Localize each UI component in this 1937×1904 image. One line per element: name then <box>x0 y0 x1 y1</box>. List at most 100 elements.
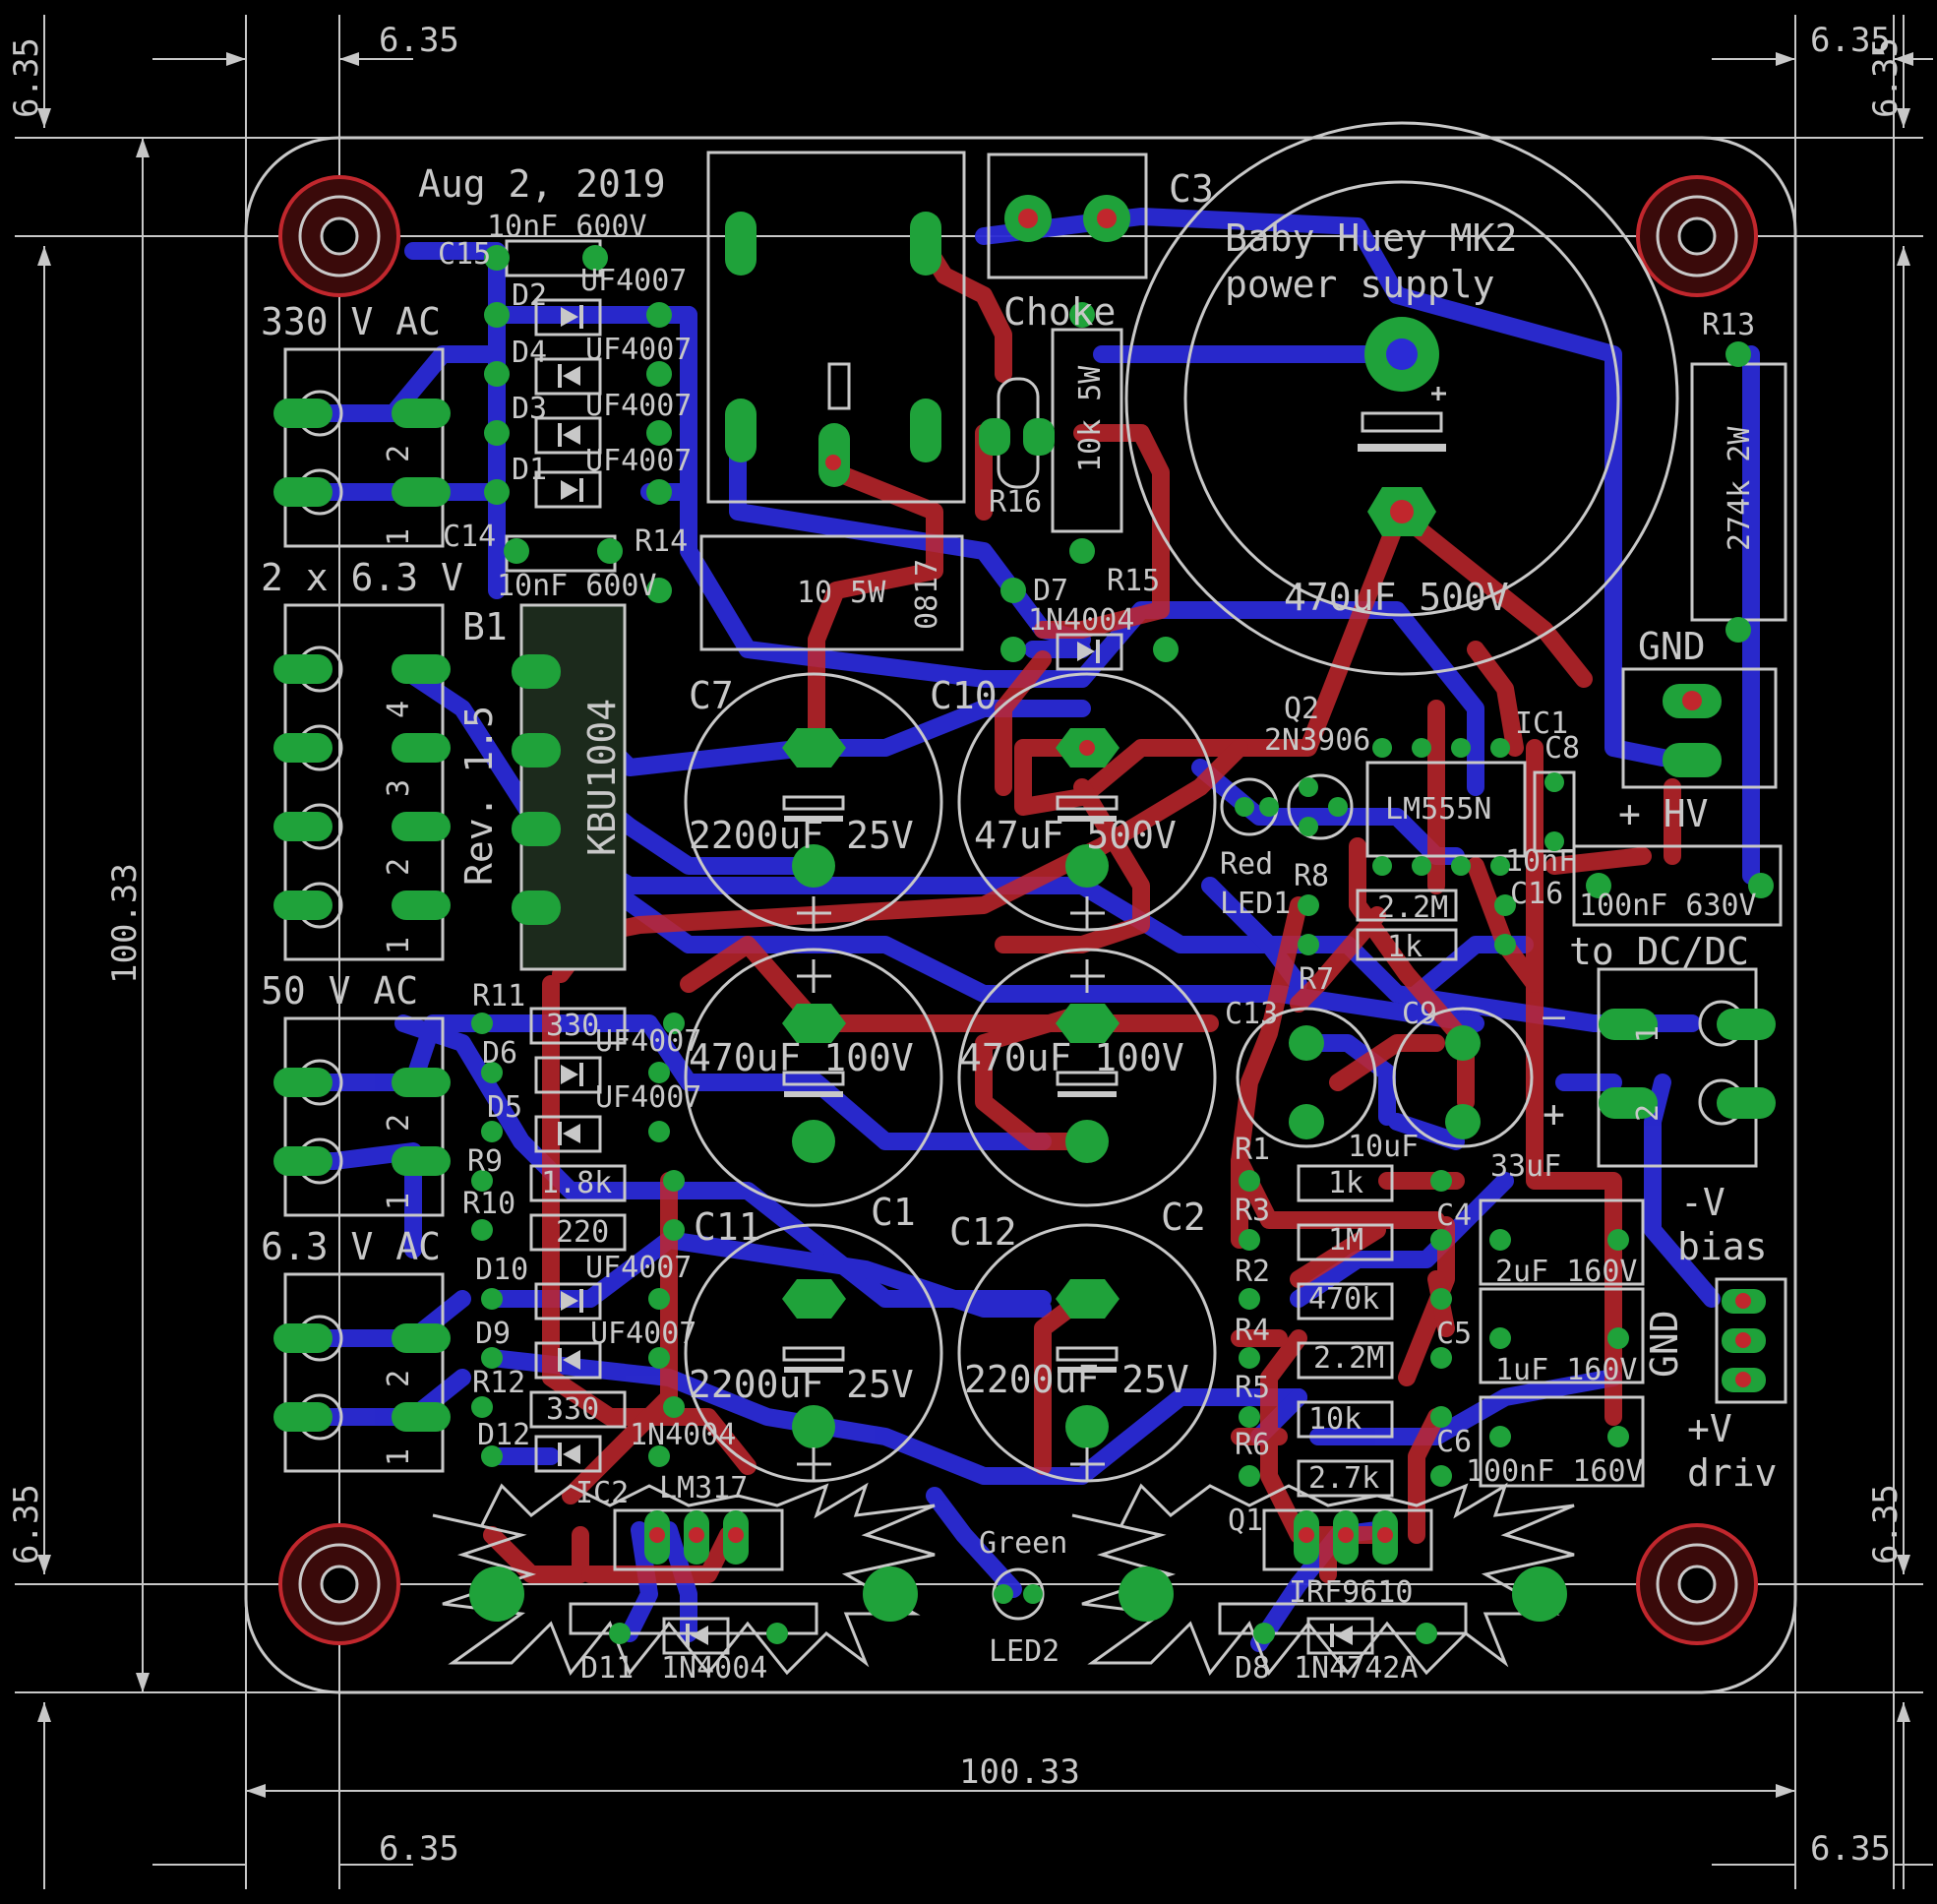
pads <box>273 195 1776 1644</box>
d1-value: UF4007 <box>585 444 692 478</box>
r11-value: 330 <box>546 1009 599 1043</box>
pad-holes-red <box>649 209 1751 1543</box>
board-title-line2: power supply <box>1225 263 1495 306</box>
r12-value: 330 <box>546 1392 599 1427</box>
b1-ref: B1 <box>462 605 508 648</box>
ic1-value: LM555N <box>1385 792 1491 827</box>
svg-text:1: 1 <box>382 1448 416 1466</box>
c6-value: 100nF 160V <box>1466 1454 1644 1489</box>
pin-numbers: 2 1 4 3 2 1 2 1 2 1 1 2 <box>382 445 1665 1466</box>
c11-ref: C11 <box>694 1205 761 1249</box>
r5-ref: R5 <box>1235 1371 1270 1405</box>
svg-text:3: 3 <box>382 779 416 797</box>
dim-right-bottom: 6.35 <box>1866 1484 1906 1565</box>
label-dcdc-minus: — <box>1543 994 1565 1037</box>
r4-ref: R4 <box>1235 1314 1270 1348</box>
pad-holes <box>1386 338 1418 370</box>
d12-value: 1N4004 <box>630 1418 736 1452</box>
svg-text:2: 2 <box>382 1114 416 1132</box>
r14-ref: R14 <box>635 524 688 559</box>
r8-value: 2.2M <box>1377 891 1448 925</box>
r10-value: 220 <box>556 1215 609 1250</box>
ic2-value: LM317 <box>659 1471 748 1505</box>
label-63v-ac: 6.3 V AC <box>261 1225 441 1268</box>
c2-ref: C2 <box>1161 1196 1206 1239</box>
d7-value: 1N4004 <box>1028 603 1134 638</box>
r3-value: 1M <box>1328 1223 1363 1258</box>
r16-ref: R16 <box>989 485 1042 520</box>
d3-value: UF4007 <box>585 389 692 423</box>
terminal-50v <box>283 1016 445 1217</box>
ic1-ref: IC1 <box>1515 706 1568 741</box>
dim-top-left: 6.35 <box>379 21 459 60</box>
c1-ref: C1 <box>871 1191 916 1234</box>
heatsink-left <box>432 1482 936 1676</box>
d10-value: UF4007 <box>585 1251 692 1285</box>
r1-value: 1k <box>1328 1166 1363 1200</box>
d10-ref: D10 <box>475 1253 528 1287</box>
dim-bottom-left: 6.35 <box>379 1829 459 1869</box>
mount-hole-bl <box>278 1523 400 1645</box>
d5-value: UF4007 <box>595 1080 701 1115</box>
c12-value: 2200uF 25V <box>964 1358 1189 1401</box>
d6-value: UF4007 <box>595 1024 701 1059</box>
relay-outline <box>706 151 966 504</box>
board-text: Aug 2, 2019 Baby Huey MK2 power supply R… <box>418 162 1517 886</box>
c13-value: 10uF <box>1348 1130 1419 1164</box>
label-neg-v: -V <box>1680 1181 1725 1224</box>
label-plus-hv: + HV <box>1618 792 1709 835</box>
c4-ref: C4 <box>1436 1198 1472 1233</box>
q1-ref: Q1 <box>1228 1504 1263 1538</box>
label-330v-ac: 330 V AC <box>261 300 441 343</box>
c9-value: 33uF <box>1490 1149 1561 1184</box>
c13-ref: C13 <box>1225 997 1278 1031</box>
led2-ref: LED2 <box>989 1634 1059 1669</box>
dimension-labels: 6.35 6.35 6.35 6.35 100.33 100.33 6.35 6… <box>7 21 1906 1869</box>
r9-ref: R9 <box>467 1144 503 1179</box>
d5-ref: D5 <box>487 1090 522 1125</box>
c16-value: 100nF 630V <box>1579 889 1757 923</box>
c15-value: 10nF 600V <box>487 210 647 244</box>
terminal-2x63v <box>283 603 445 961</box>
label-to-dcdc: to DC/DC <box>1569 930 1749 973</box>
d4-ref: D4 <box>512 336 547 370</box>
dimension-arrows <box>37 52 1913 1798</box>
dim-bottom-right: 6.35 <box>1810 1829 1891 1869</box>
bottom-copper-traces <box>276 208 1760 1652</box>
d8-ref: D8 <box>1235 1651 1270 1686</box>
diode-symbols <box>558 305 1353 1647</box>
label-gnd-hv: GND <box>1638 625 1706 668</box>
dim-left-top: 6.35 <box>7 37 46 118</box>
r14-value: 10 5W <box>797 576 886 610</box>
d11-value: 1N4004 <box>661 1651 767 1686</box>
d11-ref: D11 <box>580 1651 634 1686</box>
board-title-line1: Baby Huey MK2 <box>1225 216 1517 260</box>
c12-ref: C12 <box>949 1210 1017 1254</box>
board-date: Aug 2, 2019 <box>418 162 666 206</box>
label-pos-v: +V <box>1687 1407 1732 1450</box>
d12-ref: D12 <box>477 1418 530 1452</box>
label-driv: driv <box>1687 1451 1778 1495</box>
label-bias: bias <box>1677 1225 1768 1268</box>
c15-ref: C15 <box>438 237 491 272</box>
dim-right-top: 6.35 <box>1866 37 1906 118</box>
r11-ref: R11 <box>472 979 525 1013</box>
c9-ref: C9 <box>1402 997 1437 1031</box>
svg-text:2: 2 <box>1631 1104 1665 1122</box>
led1-value: Red <box>1220 847 1273 882</box>
c14-ref: C14 <box>443 520 496 554</box>
d6-ref: D6 <box>482 1036 517 1071</box>
dim-top-right: 6.35 <box>1810 21 1891 60</box>
d4-value: UF4007 <box>585 333 692 367</box>
d1-ref: D1 <box>512 453 547 487</box>
board-outline <box>244 136 1797 1694</box>
mounting-holes <box>278 175 1758 1645</box>
choke-terminal <box>987 153 1148 279</box>
c7-ref: C7 <box>689 674 734 717</box>
component-labels: 10nF 600V C15 D2 UF4007 D4 UF4007 D3 UF4… <box>438 167 1757 1686</box>
r8-ref: R8 <box>1294 859 1329 893</box>
label-2x63v: 2 x 6.3 V <box>261 556 463 599</box>
r15-ref: R15 <box>1107 564 1160 598</box>
r14-code: 0817 <box>910 559 944 630</box>
